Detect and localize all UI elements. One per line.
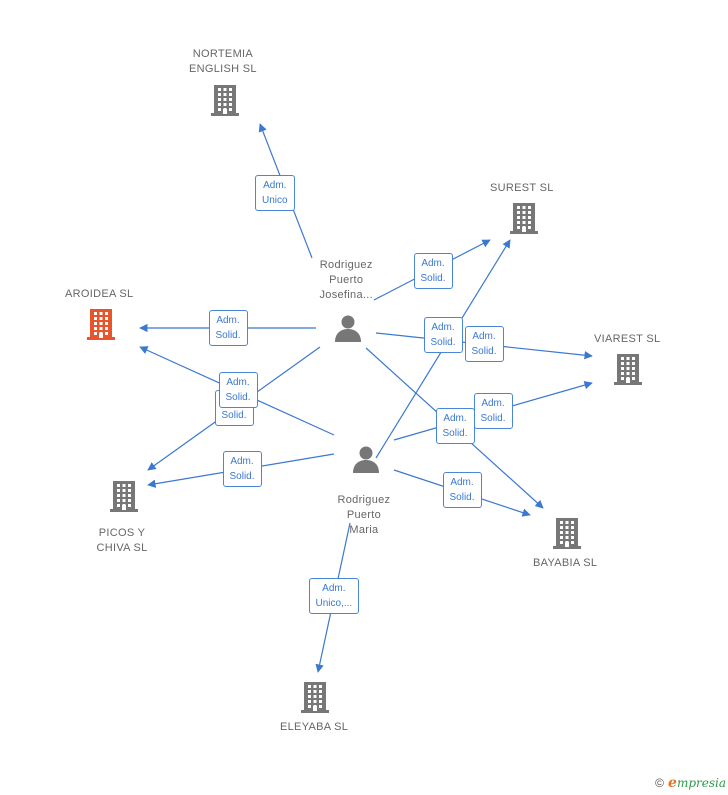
building-icon[interactable] [209,83,241,122]
edge-label-maria-eleyaba[interactable]: Adm. Unico,... [308,578,360,614]
node-label-surest[interactable]: SUREST SL [490,181,554,194]
node-label-maria[interactable]: Rodriguez Puerto Maria [337,494,391,536]
edge-label-maria-aroidea[interactable]: Adm. Solid. [218,372,258,408]
node-label-eleyaba[interactable]: ELEYABA SL [280,720,349,733]
building-icon[interactable] [612,352,644,391]
footer-brand: ©empresia [655,775,726,791]
edge-label-josefina-viarest[interactable]: Adm. Solid. [464,326,504,362]
node-label-picos[interactable]: PICOS Y CHIVA SL [96,527,148,554]
node-label-viarest[interactable]: VIAREST SL [594,332,661,345]
edge-label-maria-picos[interactable]: Adm. Solid. [222,451,262,487]
building-icon[interactable] [551,516,583,555]
node-label-aroidea[interactable]: AROIDEA SL [65,287,134,300]
person-icon[interactable] [351,444,381,479]
edge-label-maria-bayabia[interactable]: Adm. Solid. [442,472,482,508]
node-label-nortemia[interactable]: NORTEMIA ENGLISH SL [189,48,257,75]
building-icon[interactable] [508,201,540,240]
brand-name: mpresia [676,776,726,790]
node-label-josefina[interactable]: Rodriguez Puerto Josefina... [319,258,373,301]
edge-label-maria-surest[interactable]: Adm. Solid. [423,317,463,353]
copyright-symbol: © [655,776,665,790]
building-icon[interactable] [85,307,117,346]
edge-label-josefina-aroidea[interactable]: Adm. Solid. [208,310,248,346]
person-icon[interactable] [333,313,363,348]
edge-label-josefina-nortemia[interactable]: Adm. Unico [255,175,295,211]
brand-initial: e [668,775,677,791]
edge-label-josefina-surest[interactable]: Adm. Solid. [413,253,453,289]
node-label-bayabia[interactable]: BAYABIA SL [533,556,598,569]
building-icon[interactable] [299,680,331,719]
edge-label-josefina-bayabia[interactable]: Adm. Solid. [435,408,475,444]
building-icon[interactable] [108,479,140,518]
edge-label-maria-viarest[interactable]: Adm. Solid. [473,393,513,429]
